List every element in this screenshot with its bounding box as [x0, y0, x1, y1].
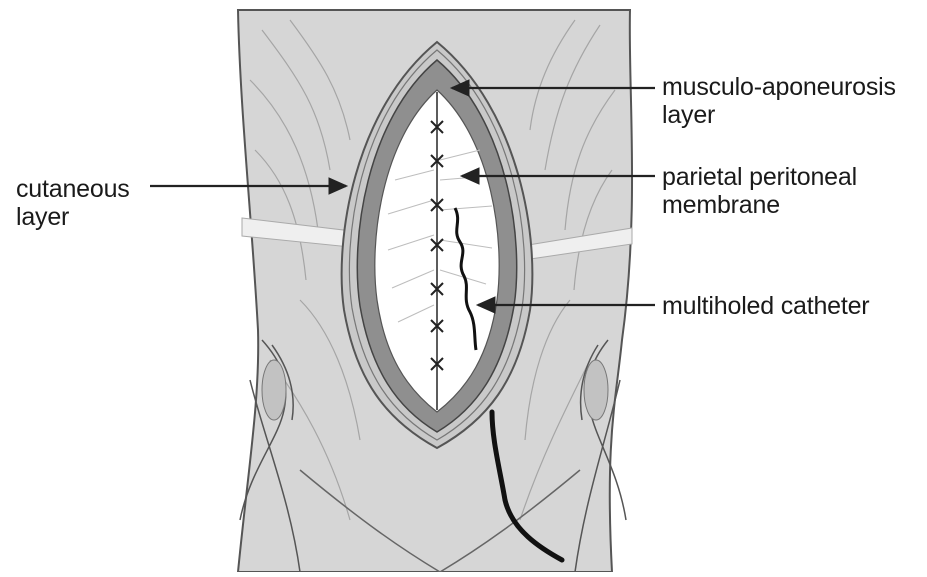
label-parietal-peritoneal: parietal peritoneal membrane	[662, 163, 857, 219]
label-cutaneous-line2: layer	[16, 203, 130, 231]
label-cutaneous: cutaneous layer	[16, 175, 130, 231]
label-multiholed-catheter-line1: multiholed catheter	[662, 292, 869, 320]
label-parietal-peritoneal-line1: parietal peritoneal	[662, 163, 857, 191]
label-musculo-aponeurosis-line1: musculo-aponeurosis	[662, 73, 896, 101]
label-cutaneous-line1: cutaneous	[16, 175, 130, 203]
label-parietal-peritoneal-line2: membrane	[662, 191, 857, 219]
label-musculo-aponeurosis: musculo-aponeurosis layer	[662, 73, 896, 129]
label-musculo-aponeurosis-line2: layer	[662, 101, 896, 129]
label-multiholed-catheter: multiholed catheter	[662, 292, 869, 320]
